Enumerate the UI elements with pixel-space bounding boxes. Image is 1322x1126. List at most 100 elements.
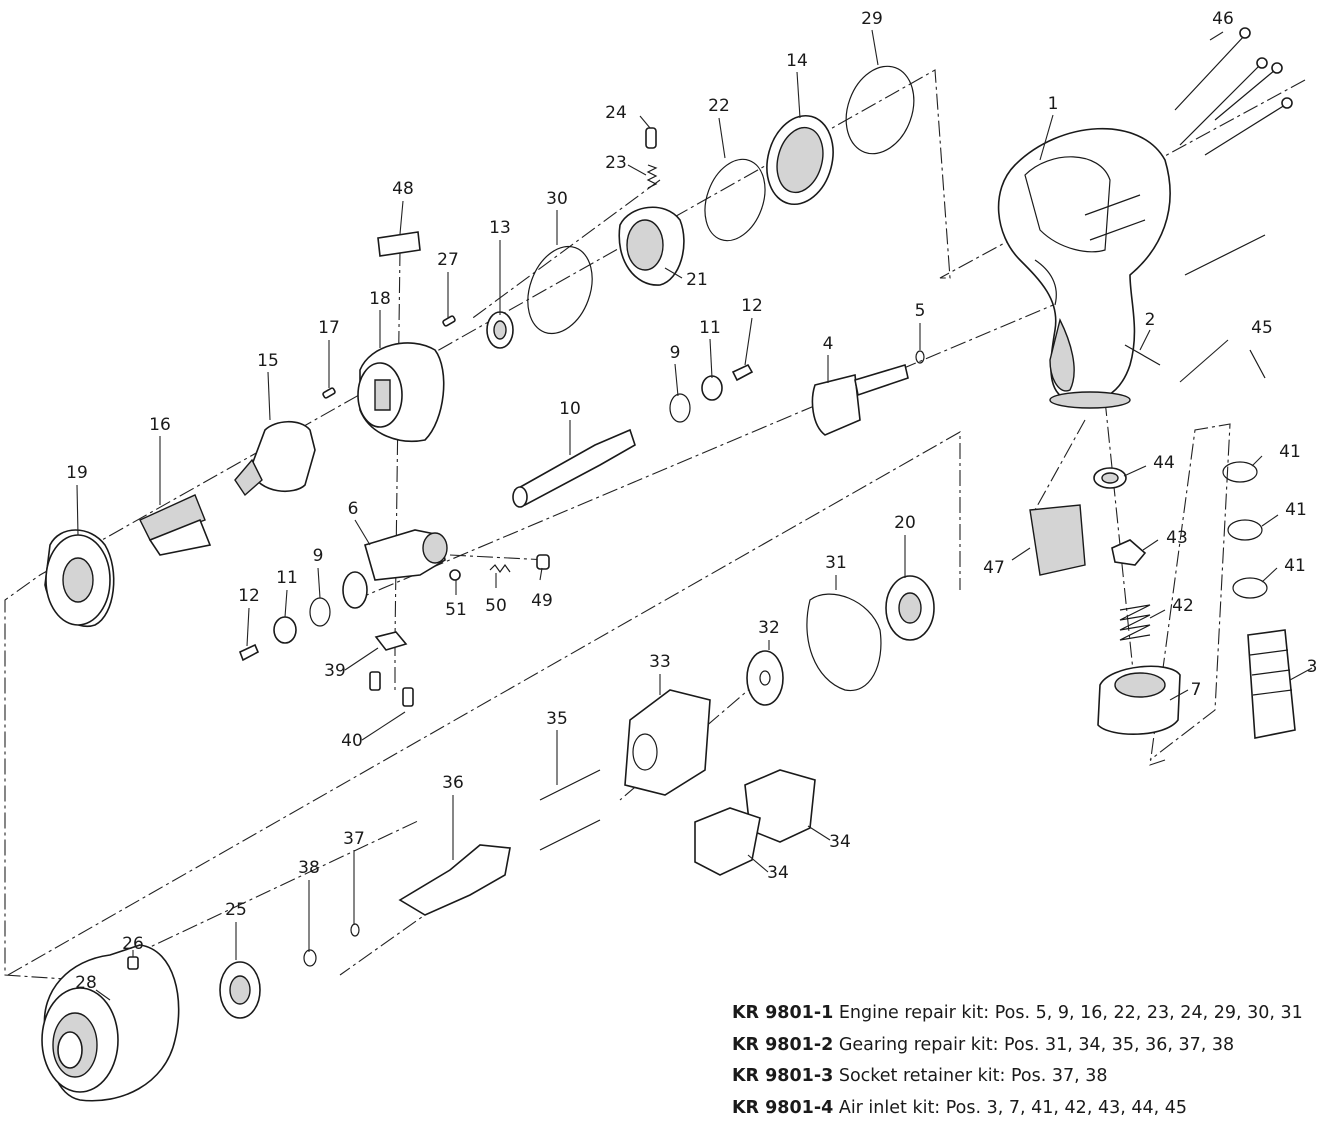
- kit-row-1: KR 9801-1 Engine repair kit: Pos. 5, 9, …: [732, 998, 1322, 1030]
- part-blades-16: [139, 494, 212, 556]
- part-label-48: [377, 231, 421, 257]
- kit-code: KR 9801-3: [732, 1066, 834, 1086]
- part-air-inlet-3: [1247, 629, 1296, 739]
- part-bushing-11-lower: [273, 616, 297, 644]
- part-ring-41b: [1227, 519, 1263, 541]
- pos-label-46: 46: [1212, 9, 1234, 29]
- pos-label-47: 47: [983, 558, 1005, 578]
- pos-label-1: 1: [1048, 94, 1059, 114]
- pos-label-45: 45: [1251, 318, 1273, 338]
- pos-label-37: 37: [343, 829, 365, 849]
- pos-label-26: 26: [122, 934, 144, 954]
- part-valve-43: [1111, 539, 1147, 566]
- kit-code: KR 9801-1: [732, 1003, 834, 1023]
- pos-label-34a: 34: [767, 863, 789, 883]
- pos-label-22: 22: [708, 96, 730, 116]
- pos-label-19: 19: [66, 463, 88, 483]
- part-anvil-36: [398, 844, 511, 916]
- part-screw-40b: [402, 687, 414, 707]
- part-pin-45: [1249, 349, 1266, 379]
- pos-label-20: 20: [894, 513, 916, 533]
- part-valve-10: [512, 428, 636, 508]
- part-washer-5: [915, 350, 925, 364]
- pos-label-42: 42: [1172, 596, 1194, 616]
- part-bearing-44: [1093, 467, 1127, 489]
- pos-label-30: 30: [546, 189, 568, 209]
- part-spring-42: [1119, 604, 1151, 641]
- part-fitting-26: [127, 956, 139, 970]
- pos-label-50: 50: [485, 596, 507, 616]
- pos-label-29: 29: [861, 9, 883, 29]
- pos-label-10: 10: [559, 399, 581, 419]
- pos-label-9-lower: 9: [313, 546, 324, 566]
- part-ring-30: [527, 245, 593, 335]
- part-hammer-cage-33: [624, 689, 711, 796]
- part-ring-19: [44, 529, 115, 628]
- pos-label-7: 7: [1191, 680, 1202, 700]
- part-bearing-20: [885, 575, 935, 641]
- pos-label-3: 3: [1307, 657, 1318, 677]
- pos-label-11-lower: 11: [276, 568, 298, 588]
- pos-label-25: 25: [225, 900, 247, 920]
- pos-label-21: 21: [686, 270, 708, 290]
- pos-label-11-upper: 11: [699, 318, 721, 338]
- part-ring-41a: [1222, 461, 1258, 483]
- part-gasket-31: [806, 593, 882, 692]
- pos-label-13: 13: [489, 218, 511, 238]
- pos-label-12-upper: 12: [741, 296, 763, 316]
- part-pin-2: [1124, 344, 1161, 366]
- part-pin-17: [322, 387, 336, 399]
- kit-description: Socket retainer kit: Pos. 37, 38: [833, 1066, 1108, 1086]
- pos-label-15: 15: [257, 351, 279, 371]
- part-retainer-38: [303, 949, 317, 967]
- part-screw-40a: [369, 671, 381, 691]
- pos-label-2: 2: [1145, 310, 1156, 330]
- part-pin-35b: [539, 819, 601, 851]
- kit-code: KR 9801-4: [732, 1097, 834, 1118]
- part-bushing-11-upper: [701, 375, 723, 401]
- part-screw-12-lower: [238, 643, 260, 662]
- pos-label-51: 51: [445, 600, 467, 620]
- kit-code: KR 9801-2: [732, 1034, 834, 1055]
- part-ring-29: [845, 65, 915, 155]
- pos-label-33: 33: [649, 652, 671, 672]
- pos-label-14: 14: [786, 51, 808, 71]
- pos-label-27: 27: [437, 250, 459, 270]
- pos-label-40: 40: [341, 731, 363, 751]
- part-hammer-34b: [694, 807, 761, 876]
- pos-label-28: 28: [75, 973, 97, 993]
- pos-label-49: 49: [531, 591, 553, 611]
- part-screws-46: [1174, 27, 1293, 276]
- pos-label-24: 24: [605, 103, 627, 123]
- kit-description: Gearing repair kit: Pos. 31, 34, 35, 36,…: [833, 1034, 1235, 1055]
- part-reverse-valve-6: [342, 529, 448, 609]
- pos-label-32: 32: [758, 618, 780, 638]
- part-pin-27: [442, 315, 456, 327]
- pos-label-4: 4: [823, 334, 834, 354]
- pos-label-18: 18: [369, 289, 391, 309]
- pos-label-17: 17: [318, 318, 340, 338]
- part-cylinder-18: [357, 342, 445, 442]
- pos-label-41c: 41: [1284, 556, 1306, 576]
- part-ring-9-lower: [309, 597, 331, 627]
- pos-label-31: 31: [825, 553, 847, 573]
- part-spring-23: [646, 164, 658, 189]
- part-sleeve-14: [766, 114, 834, 206]
- part-screw-12-upper: [731, 363, 754, 382]
- kit-row-4: KR 9801-4 Air inlet kit: Pos. 3, 7, 41, …: [732, 1093, 1322, 1125]
- part-pin-24: [645, 127, 657, 149]
- part-bushing-25: [219, 961, 261, 1019]
- part-ring-9-upper: [669, 393, 691, 423]
- kit-description: Engine repair kit: Pos. 5, 9, 16, 22, 23…: [833, 1003, 1303, 1023]
- kit-row-3: KR 9801-3 Socket retainer kit: Pos. 37, …: [732, 1061, 1322, 1093]
- pos-label-41a: 41: [1279, 442, 1301, 462]
- pos-label-23: 23: [605, 153, 627, 173]
- part-rotor-15: [234, 420, 316, 497]
- part-ball-51: [449, 569, 461, 581]
- part-spring-50: [489, 563, 511, 574]
- kit-description: Air inlet kit: Pos. 3, 7, 41, 42, 43, 44…: [833, 1097, 1187, 1118]
- part-washer-32: [746, 650, 784, 706]
- pos-label-43: 43: [1166, 528, 1188, 548]
- part-filter-47: [1029, 504, 1086, 576]
